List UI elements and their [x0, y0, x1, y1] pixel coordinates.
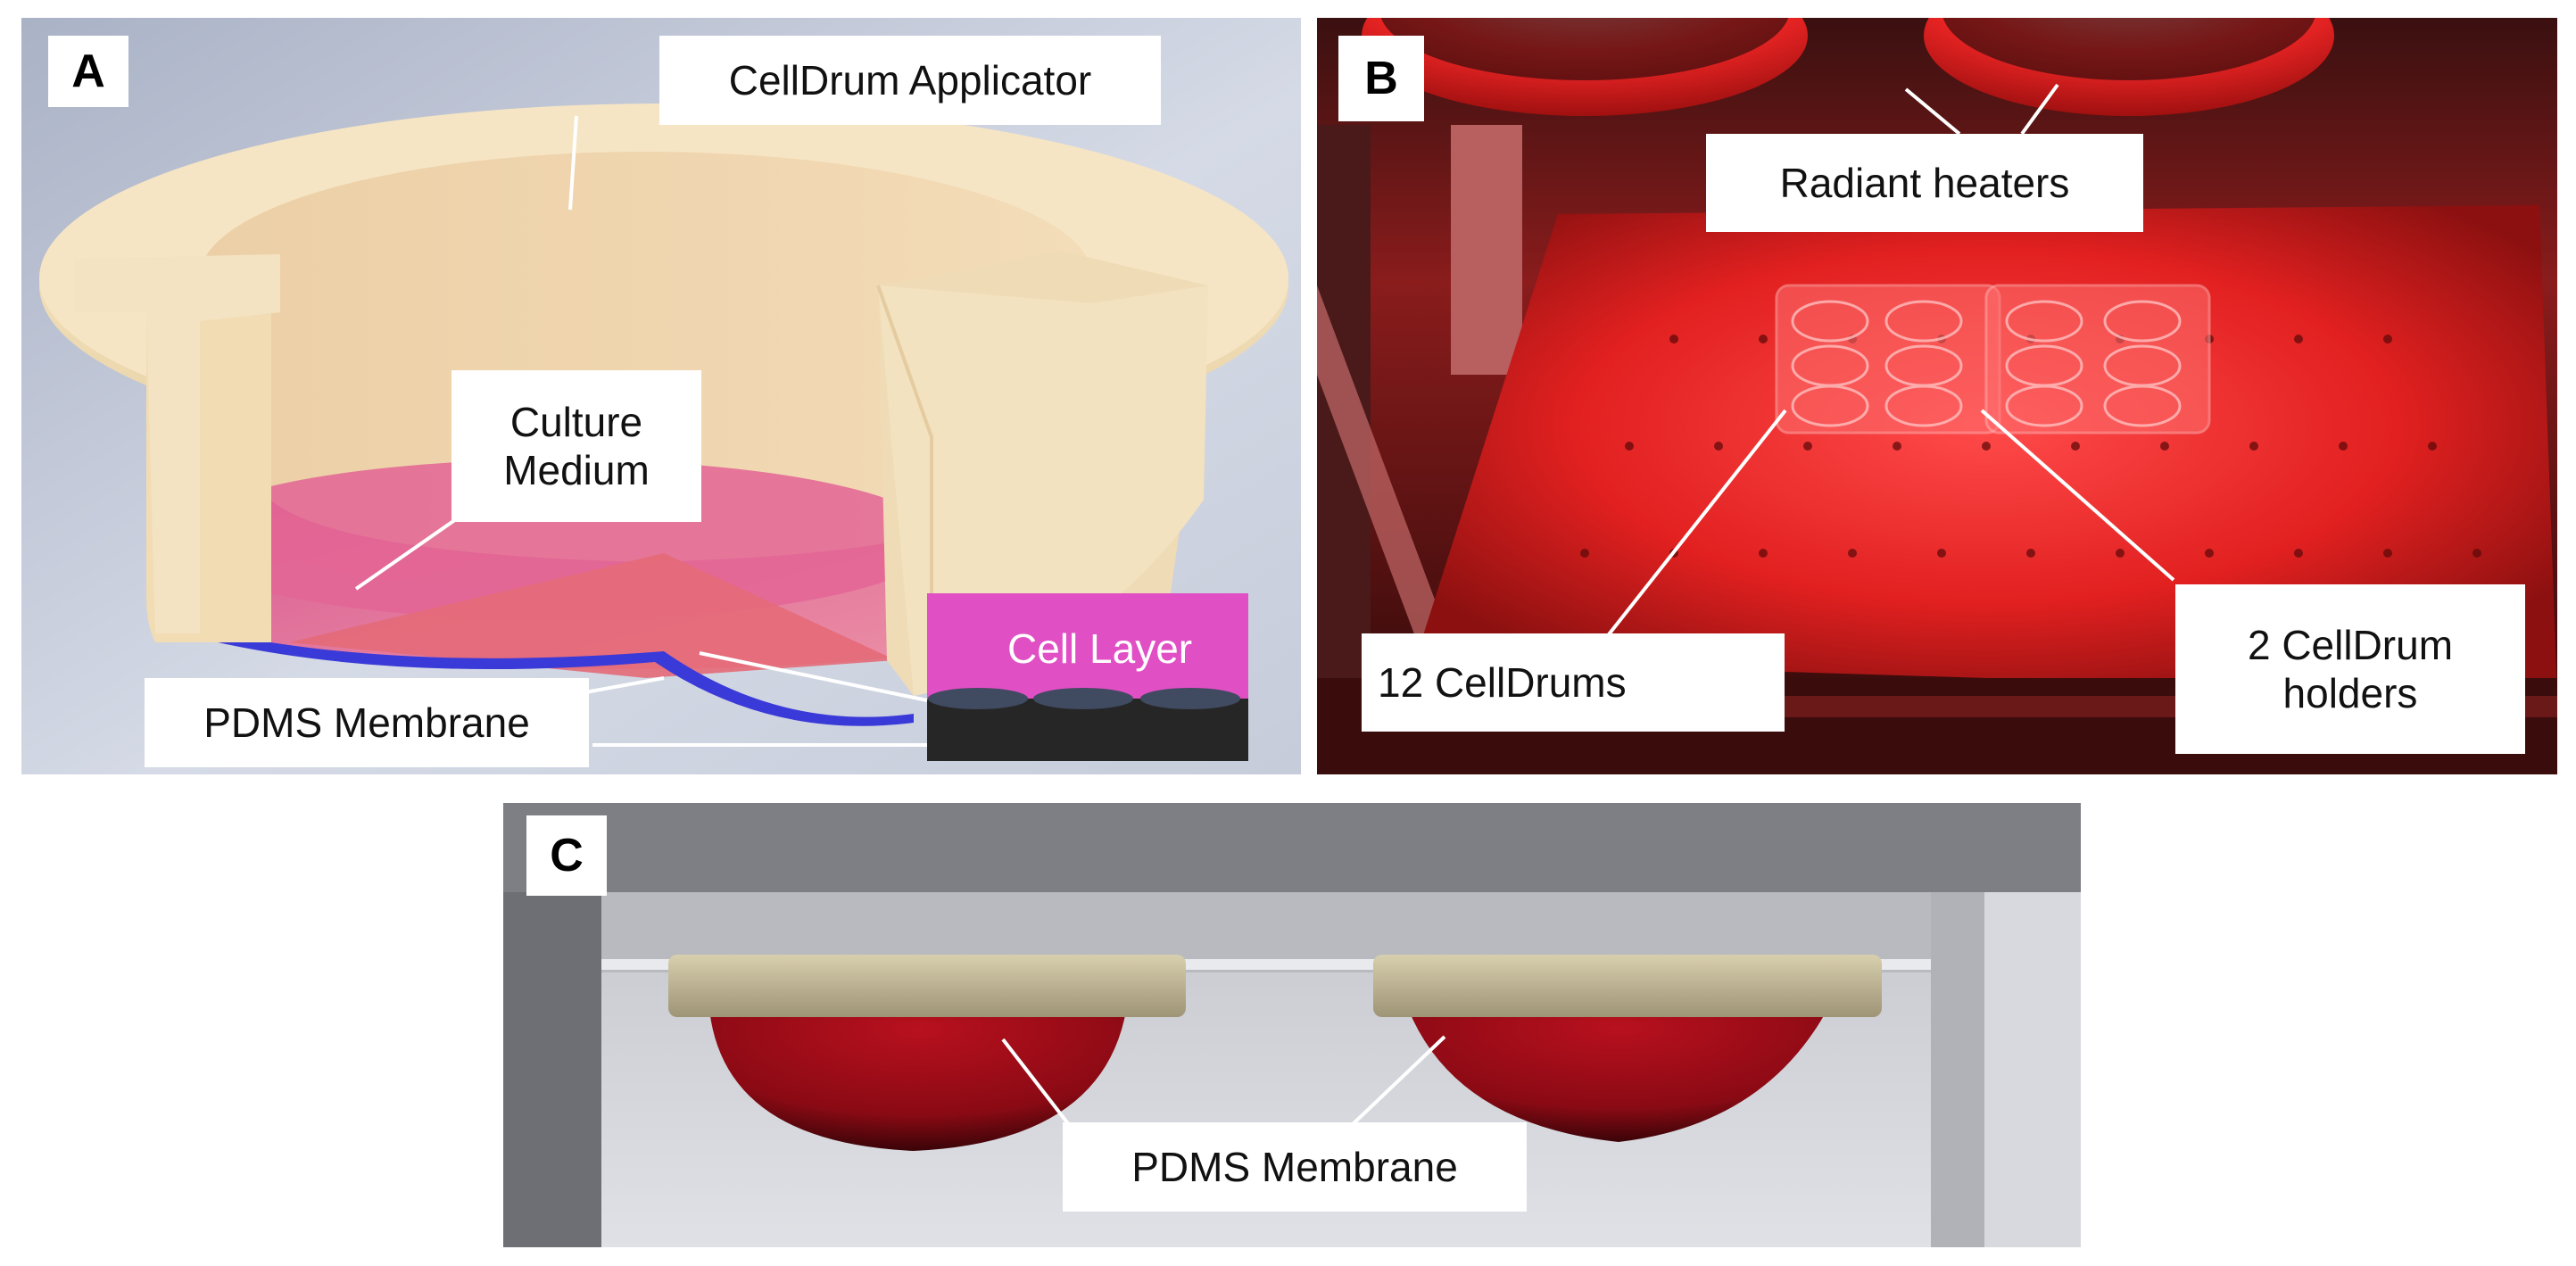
panel-b-letter: B	[1338, 36, 1424, 121]
radiant-heaters-label: Radiant heaters	[1706, 134, 2143, 232]
pdms-membrane-label-c: PDMS Membrane	[1063, 1122, 1527, 1212]
panel-c-letter: C	[526, 815, 607, 896]
celldrum-applicator-label: CellDrum Applicator	[659, 36, 1161, 125]
cell-layer-label: Cell Layer	[1007, 625, 1193, 672]
panel-a: A CellDrum Applicator Culture Medium PDM…	[21, 18, 1301, 774]
pdms-membrane-label: PDMS Membrane	[145, 678, 589, 767]
applicator-cad-illustration	[21, 18, 1301, 774]
panel-c: C PDMS Membrane	[503, 803, 2081, 1247]
culture-medium-label: Culture Medium	[451, 370, 701, 522]
panel-a-letter: A	[48, 36, 128, 107]
celldrum-holders-label: 2 CellDrum holders	[2175, 584, 2525, 754]
celldrums-count-label: 12 CellDrums	[1362, 633, 1785, 732]
celldrum-side-view-photo	[503, 803, 2081, 1247]
panel-b: B Radiant heaters 12 CellDrums 2 CellDru…	[1317, 18, 2557, 774]
